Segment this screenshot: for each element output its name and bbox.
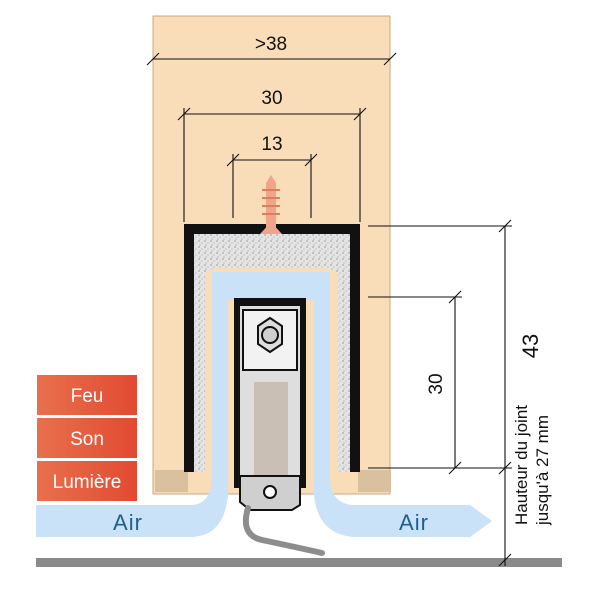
air-label-right: Air [399,510,429,535]
door-bottom-block-right [358,470,391,492]
label-lumiere: Lumière [53,472,122,493]
door-bottom-block-left [155,470,188,492]
svg-text:13: 13 [261,134,282,155]
seal-insert [254,382,288,477]
label-son: Son [70,429,104,450]
air-flow [36,272,492,537]
dim-inner-height: 30 [368,290,462,475]
label-box-feu [37,375,137,415]
label-feu: Feu [71,386,104,407]
dim-profile-height: 43 [368,219,543,567]
label-box-lumiere [37,461,137,501]
screw-icon [260,175,282,234]
dim-door-thickness: >38 [146,34,397,66]
seal-lip [242,505,325,556]
joint-height-line1: Hauteur du joint [512,405,531,525]
svg-text:30: 30 [426,373,447,394]
air-label-left: Air [113,510,143,535]
svg-text:>38: >38 [255,34,287,55]
nut-icon [257,316,283,354]
seal-foam [194,234,350,472]
svg-text:30: 30 [261,88,282,109]
dim-screw-spacing: 13 [226,134,318,218]
svg-text:43: 43 [518,334,543,358]
floor [36,558,562,567]
label-box-son [37,418,137,458]
dim-profile-width: 30 [177,88,367,222]
joint-height-line2: jusqu'à 27 mm [533,415,552,526]
